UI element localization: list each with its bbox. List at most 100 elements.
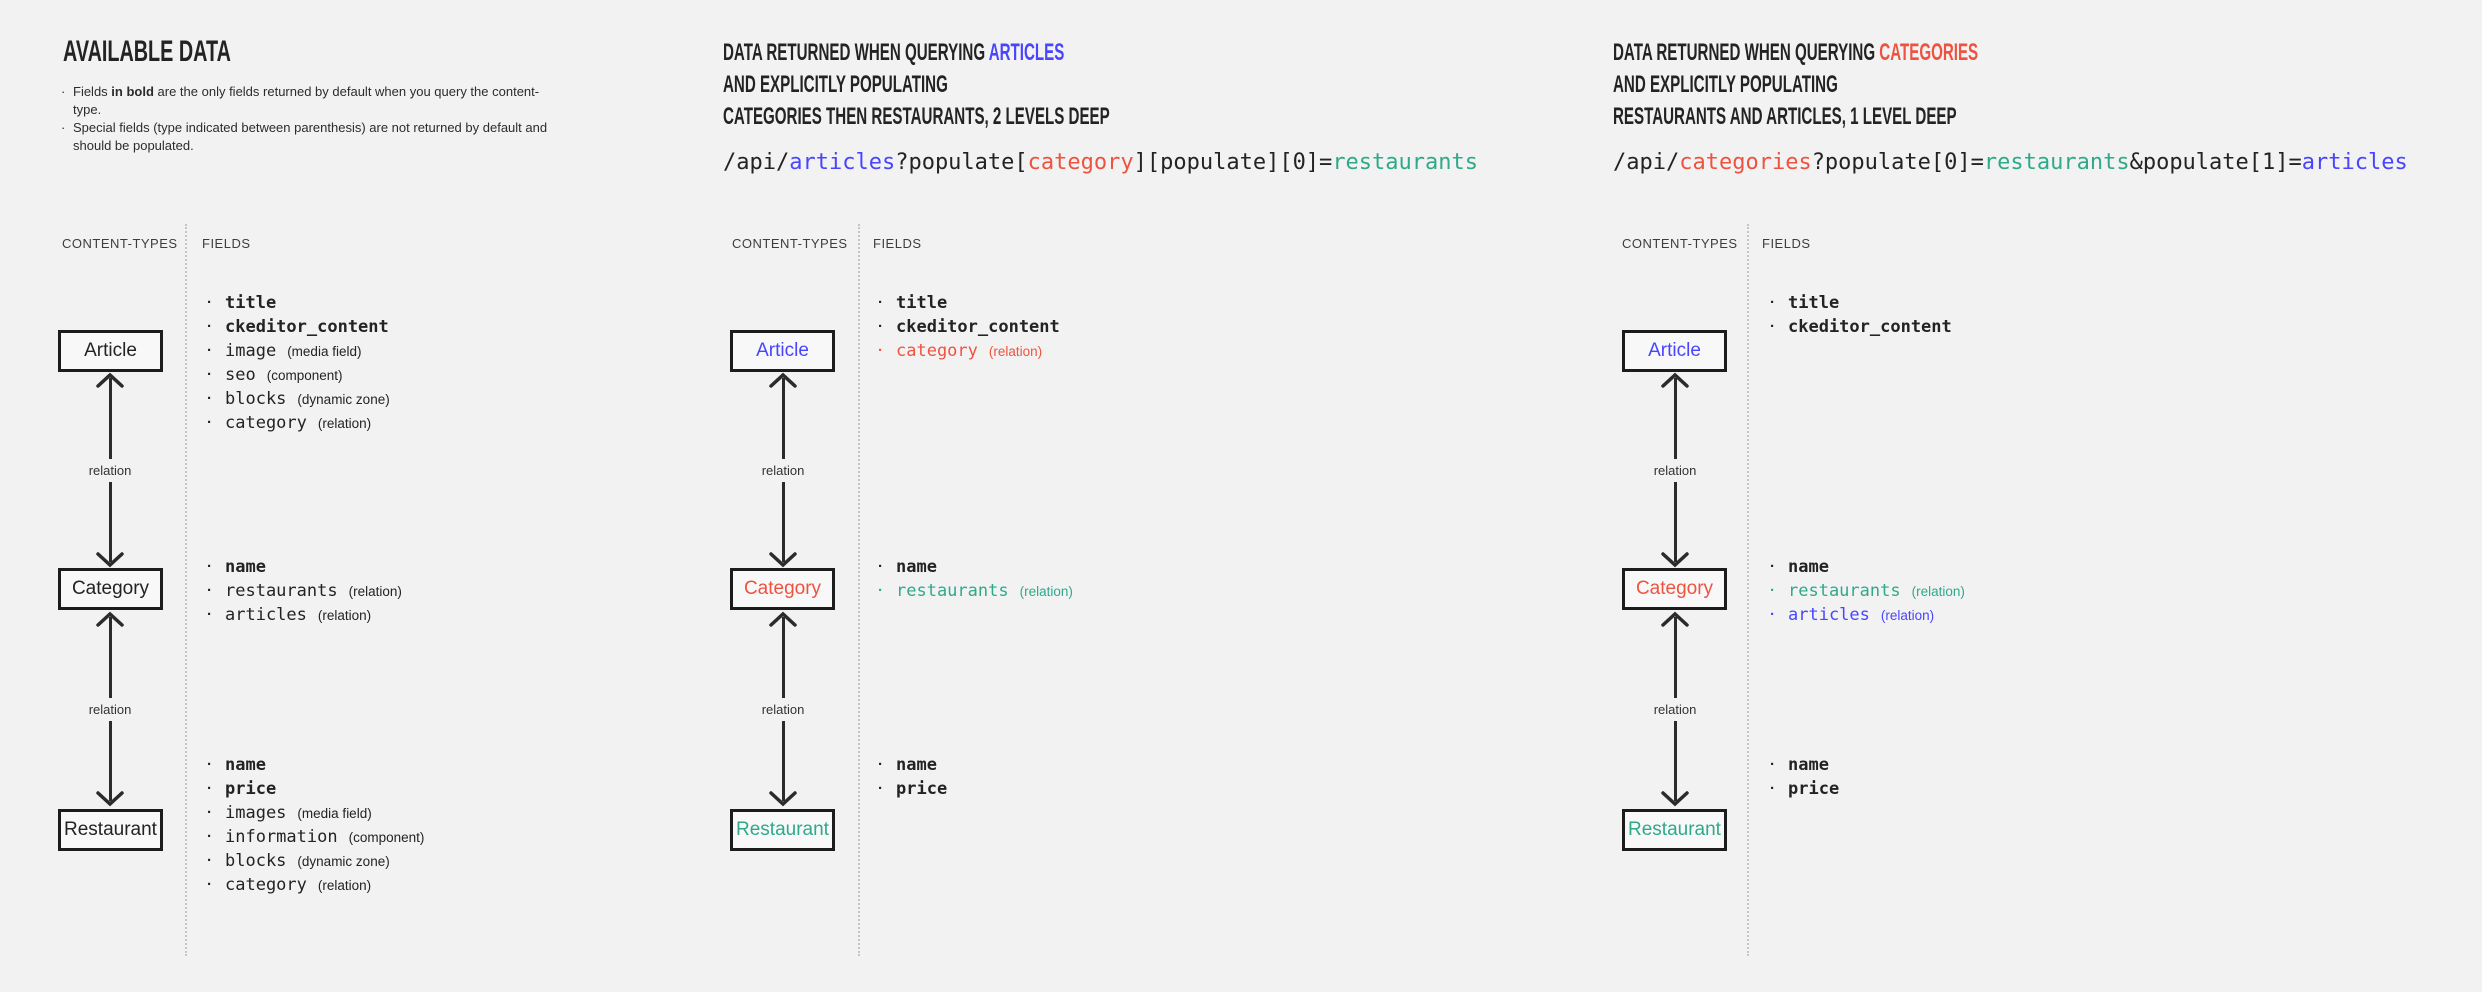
middle-column-divider [858, 224, 860, 956]
bullet-dot: · [207, 756, 212, 773]
right-header-content-types: CONTENT-TYPES [1622, 236, 1738, 251]
field-row: ·name [207, 555, 402, 579]
field-name: title [225, 293, 277, 313]
notes-list: · Fields in bold are the only fields ret… [61, 83, 561, 155]
right-api-path: /api/categories?populate[0]=restaurants&… [1613, 150, 2408, 176]
api-segment: ][populate][0]= [1133, 150, 1333, 175]
title-line: DATA RETURNED WHEN QUERYING CATEGORIES [1613, 37, 1978, 69]
bullet-dot: · [1770, 756, 1775, 773]
right-category-fields: ·name ·restaurants(relation) ·articles(r… [1770, 555, 1965, 627]
middle-api-path: /api/articles?populate[category][populat… [723, 150, 1478, 176]
field-name: name [1788, 755, 1829, 775]
api-segment: articles [2301, 150, 2408, 175]
box-label: Article [84, 340, 137, 361]
arrow-up-icon [96, 372, 124, 388]
bullet-dot: · [207, 804, 212, 821]
box-label: Category [743, 578, 822, 599]
api-segment: /api/ [1613, 150, 1680, 175]
field-name: image [225, 341, 277, 361]
field-type: (relation) [348, 583, 402, 599]
field-row: ·blocks(dynamic zone) [207, 387, 390, 411]
bullet-dot: · [878, 780, 883, 797]
arrow-shaft [108, 617, 112, 698]
arrow-shaft [1673, 378, 1677, 459]
field-type: (component) [266, 367, 343, 383]
left-header-content-types: CONTENT-TYPES [62, 236, 178, 251]
field-row: ·seo(component) [207, 363, 390, 387]
arrow-shaft [108, 481, 112, 562]
bullet-dot: · [207, 294, 212, 311]
field-type: (media field) [287, 343, 362, 359]
relation-label: relation [761, 701, 805, 717]
title-line: DATA RETURNED WHEN QUERYING ARTICLES [723, 37, 1110, 69]
arrow-shaft [108, 720, 112, 801]
field-row: ·price [878, 777, 947, 801]
field-type: (dynamic zone) [297, 391, 390, 407]
field-name: blocks [225, 389, 287, 409]
field-name: name [896, 557, 937, 577]
right-header-fields: FIELDS [1762, 236, 1811, 251]
field-row: ·ckeditor_content [207, 315, 390, 339]
middle-box-category: Category [730, 568, 835, 610]
arrow-down-icon [96, 552, 124, 568]
field-row: · image (media field) [207, 339, 390, 363]
title-accent: CATEGORIES [1879, 39, 1979, 66]
left-restaurant-fields: ·name ·price ·images(media field) ·infor… [207, 753, 424, 897]
field-name: category [225, 875, 307, 895]
field-name: title [896, 293, 948, 313]
bullet-dot: · [1770, 780, 1775, 797]
field-type: (relation) [1880, 607, 1935, 623]
relation-label: relation [761, 462, 805, 478]
arrow-down-icon [1661, 791, 1689, 807]
field-name: category [896, 341, 978, 361]
title-accent: ARTICLES [988, 39, 1065, 66]
bullet-dot: · [207, 366, 212, 383]
field-type: (dynamic zone) [297, 853, 390, 869]
bullet-dot: · [207, 414, 212, 431]
middle-restaurant-fields: ·name ·price [878, 753, 947, 801]
relation-label: relation [88, 701, 132, 717]
field-row: ·category(relation) [207, 411, 390, 435]
field-row: ·articles(relation) [207, 603, 402, 627]
field-row: ·articles(relation) [1770, 603, 1965, 627]
field-name: restaurants [225, 581, 338, 601]
api-segment: articles [789, 150, 896, 175]
box-label: Article [756, 340, 809, 361]
right-relation-arrow-2: relation [1654, 611, 1696, 807]
bullet-dot: · [207, 558, 212, 575]
api-segment: category [1027, 150, 1134, 175]
right-box-restaurant: Restaurant [1622, 809, 1727, 851]
api-segment: ?populate[0]= [1811, 150, 1984, 175]
note-text: Special fields (type indicated between p… [73, 120, 548, 153]
relation-label: relation [1653, 701, 1697, 717]
arrow-up-icon [769, 611, 797, 627]
field-type: (relation) [317, 877, 372, 893]
field-name: price [1788, 779, 1840, 799]
middle-box-restaurant: Restaurant [730, 809, 835, 851]
arrow-up-icon [769, 372, 797, 388]
arrow-up-icon [1661, 372, 1689, 388]
bullet-dot: · [61, 84, 66, 99]
bullet-dot: · [207, 342, 212, 359]
bullet-dot: · [207, 582, 212, 599]
arrow-down-icon [769, 791, 797, 807]
bullet-dot: · [878, 558, 883, 575]
left-relation-arrow-1: relation [89, 372, 131, 568]
arrow-shaft [781, 378, 785, 459]
right-relation-arrow-1: relation [1654, 372, 1696, 568]
field-row: ·title [1770, 291, 1952, 315]
field-row: ·category(relation) [207, 873, 424, 897]
right-restaurant-fields: · name · price [1770, 753, 1839, 801]
field-row: · restaurants (relation) [207, 579, 402, 603]
box-label: Category [71, 578, 150, 599]
field-row: ·ckeditor_content [1770, 315, 1952, 339]
field-type: (relation) [1911, 583, 1965, 599]
bullet-dot: · [1770, 582, 1775, 599]
available-data-title: AVAILABLE DATA [63, 35, 231, 68]
api-segment: /api/ [723, 150, 790, 175]
middle-article-fields: ·title ·ckeditor_content ·category(relat… [878, 291, 1060, 363]
field-name: name [1788, 557, 1829, 577]
right-column-divider [1747, 224, 1749, 956]
middle-header-fields: FIELDS [873, 236, 922, 251]
field-name: ckeditor_content [1788, 317, 1952, 337]
